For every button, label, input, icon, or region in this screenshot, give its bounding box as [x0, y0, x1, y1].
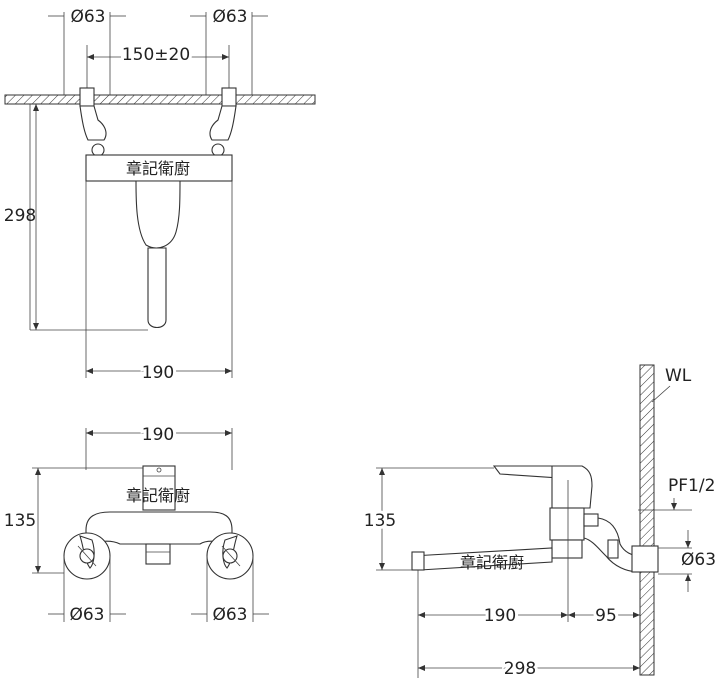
front-right-flange — [206, 532, 254, 580]
front-spout-outlet — [145, 543, 171, 565]
top-center-distance-label: 150±20 — [122, 45, 190, 65]
side-dia-label: Ø63 — [681, 550, 716, 570]
top-width-label: 190 — [142, 363, 174, 383]
spout — [147, 247, 167, 329]
side-brand-watermark: 章記衛廚 — [460, 553, 524, 572]
front-dia-right-label: Ø63 — [212, 605, 247, 625]
front-width-label: 190 — [142, 425, 174, 445]
front-lever — [142, 465, 176, 511]
top-view: Ø63 Ø63 150±20 章記衛廚 298 190 — [4, 7, 316, 386]
top-brand-watermark: 章記衛廚 — [126, 159, 190, 178]
top-height-label: 298 — [4, 206, 36, 226]
side-lever — [492, 465, 561, 479]
front-height-label: 135 — [4, 511, 36, 531]
wall-surface — [4, 94, 316, 105]
front-view: 190 章記衛廚 135 — [4, 422, 269, 625]
top-dia-right-label: Ø63 — [212, 7, 247, 27]
top-dia-left-label: Ø63 — [70, 7, 105, 27]
right-elbow — [209, 87, 237, 157]
faucet-body — [85, 154, 233, 182]
side-offset-label: 95 — [595, 606, 617, 626]
lever-handle — [135, 180, 181, 249]
side-total-length-label: 298 — [504, 659, 536, 679]
side-cartridge — [551, 465, 593, 509]
front-body — [85, 511, 233, 547]
left-elbow — [79, 87, 107, 157]
front-left-flange — [63, 532, 111, 580]
side-wall — [639, 364, 655, 676]
front-dia-left-label: Ø63 — [69, 605, 104, 625]
front-brand-watermark: 章記衛廚 — [126, 486, 190, 505]
thread-label: PF1/2 — [668, 476, 715, 496]
side-reach-label: 190 — [484, 606, 516, 626]
side-height-label: 135 — [364, 511, 396, 531]
wall-label: WL — [665, 366, 692, 386]
side-flange — [631, 545, 659, 573]
side-view: WL 章記衛廚 PF1/2 Ø63 135 190 — [361, 364, 716, 682]
side-body — [549, 507, 585, 541]
